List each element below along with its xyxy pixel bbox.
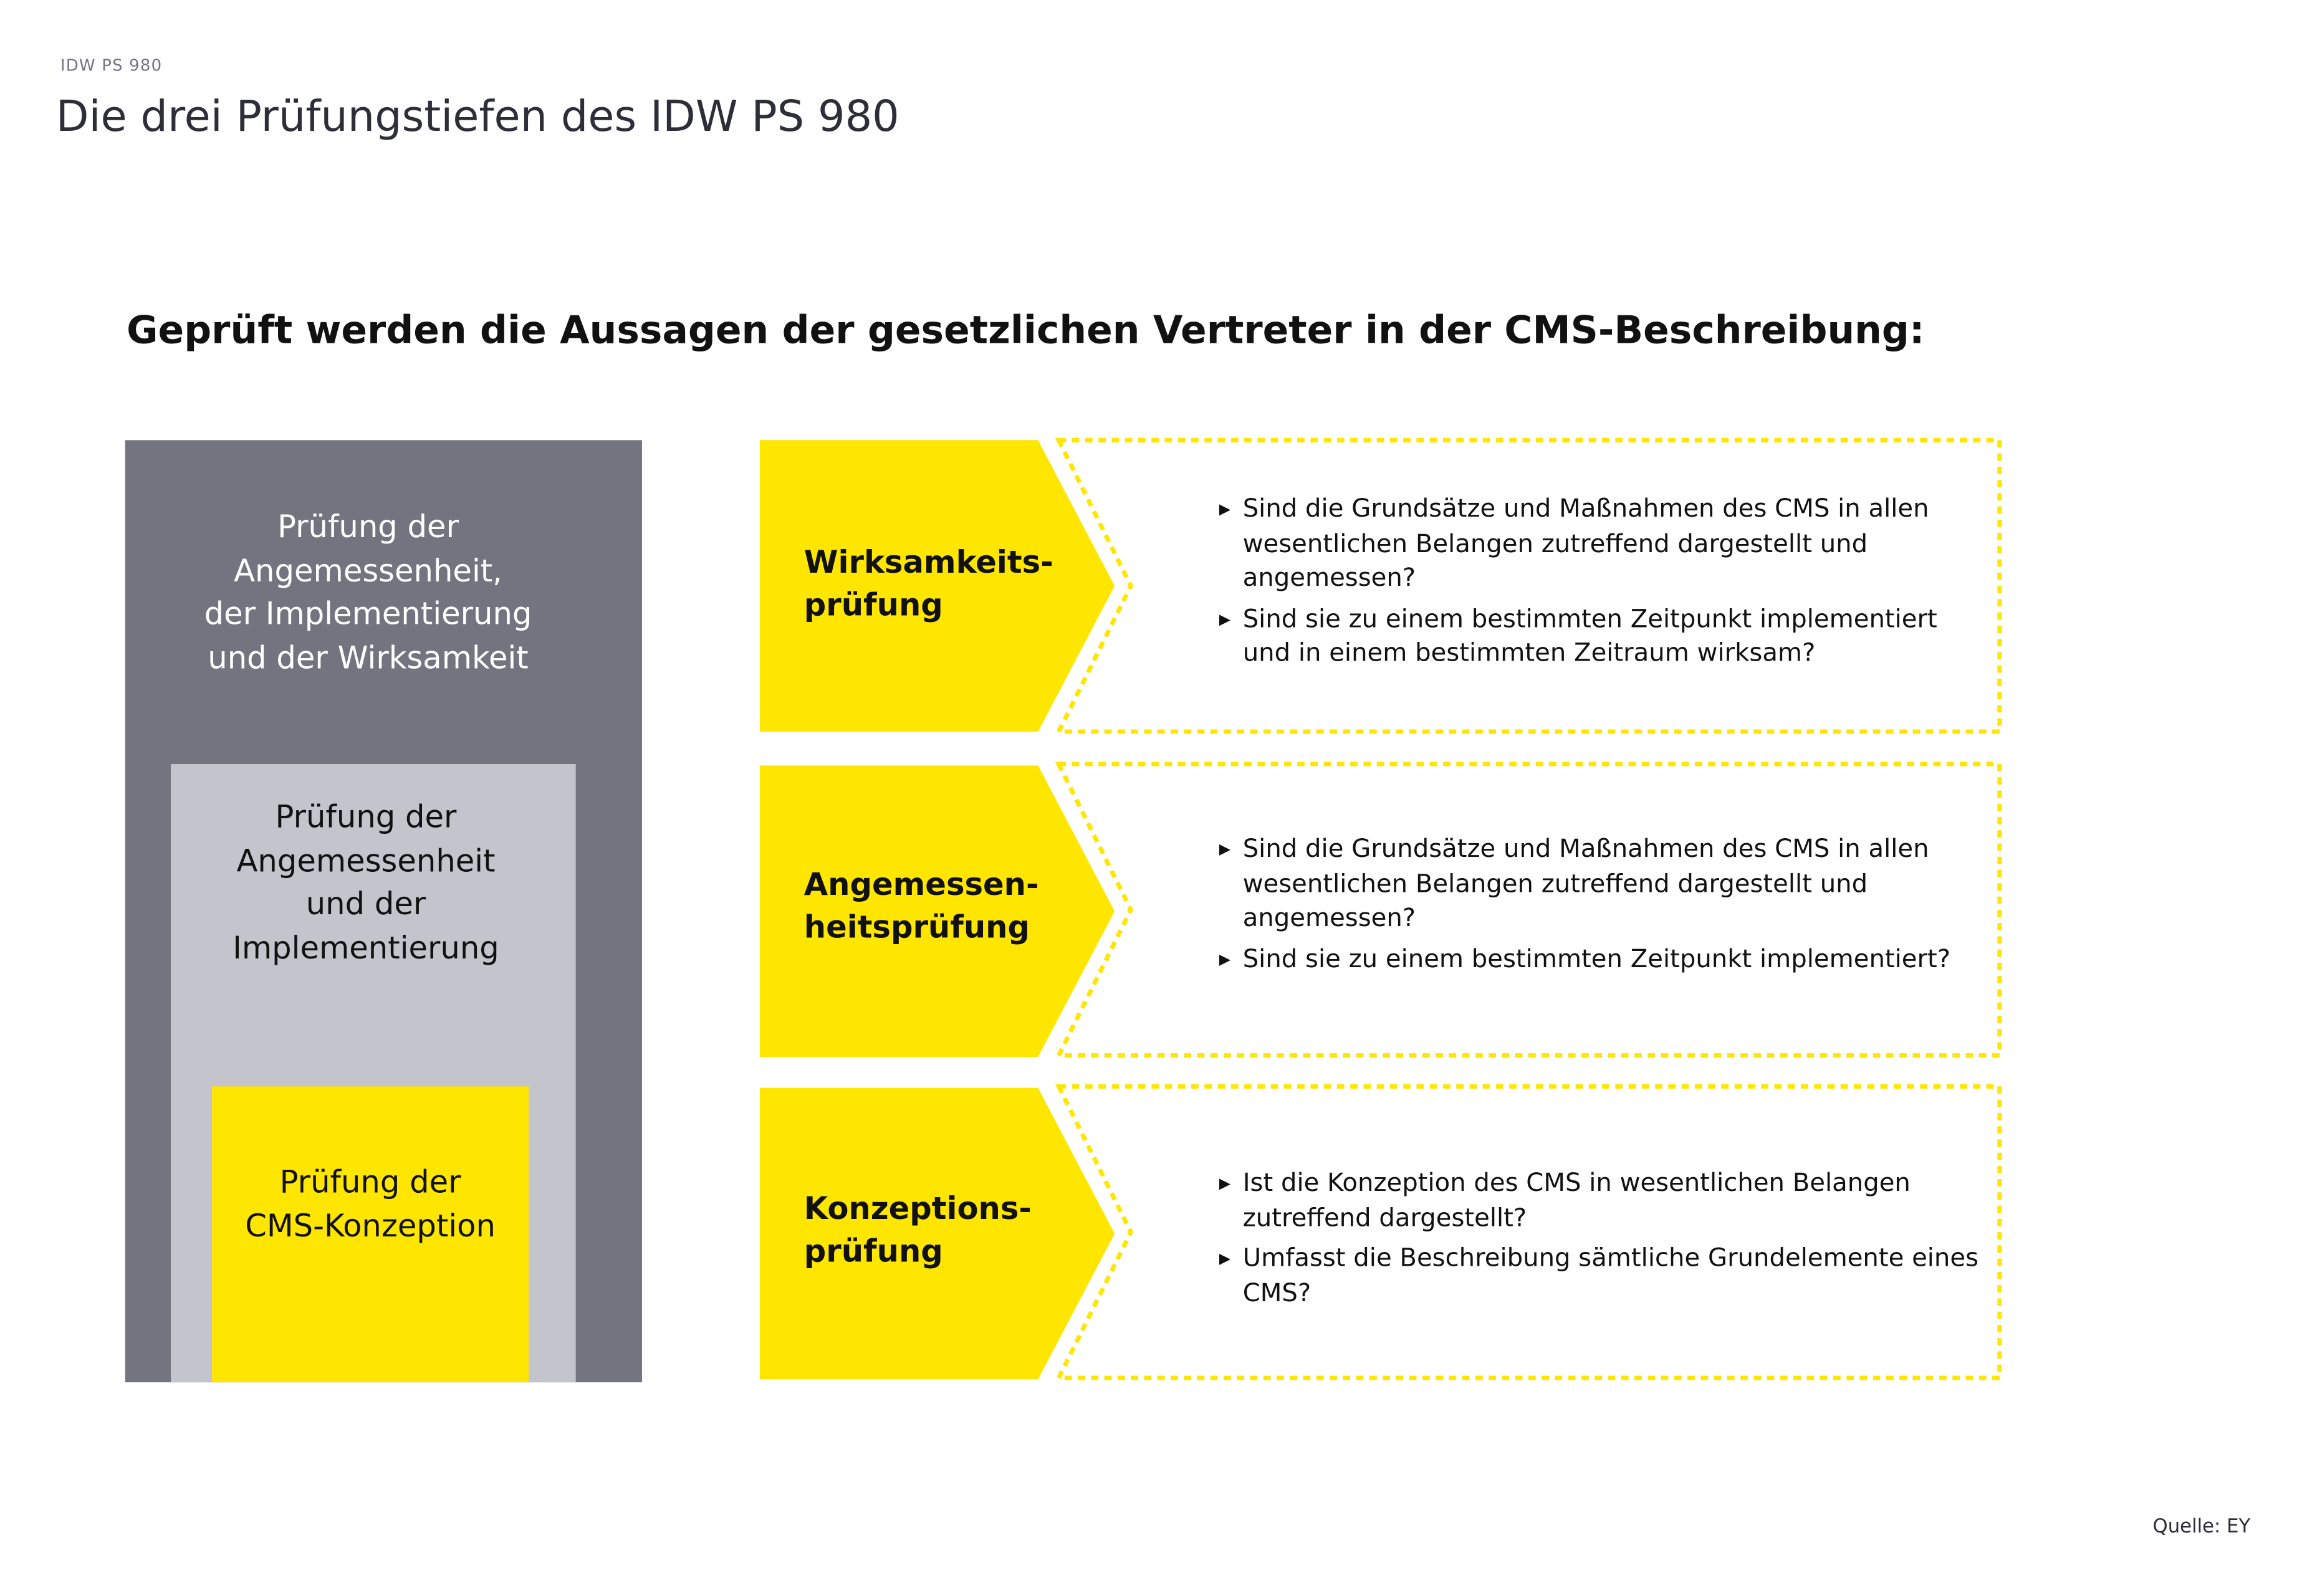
dashed-frame [1055, 762, 2002, 1058]
bullet-item: ▶ Sind die Grundsätze und Maßnahmen des C… [1219, 833, 1985, 937]
bullet-item: ▶ Sind sie zu einem bestimmten Zeitpunkt … [1219, 603, 1985, 672]
section-heading: Geprüft werden die Aussagen der gesetzli… [127, 309, 1925, 353]
source-note: Quelle: EY [2152, 1516, 2251, 1539]
stage-arrow [759, 765, 1115, 1058]
bullet-triangle-icon: ▶ [1219, 502, 1231, 518]
bullet-item: ▶ Ist die Konzeption des CMS in wesentlic… [1219, 1167, 1985, 1236]
stage-3-bullets: ▶ Ist die Konzeption des CMS in wesentlic… [1219, 1167, 1985, 1317]
stage-2-shapes [759, 762, 2002, 1058]
eyebrow-label: IDW PS 980 [60, 55, 163, 75]
dashed-frame [1055, 1084, 2002, 1380]
stage-label-wirksamkeit: Wirksamkeits- prüfung [803, 545, 1053, 623]
bullet-triangle-icon: ▶ [1219, 611, 1231, 628]
bullet-text: Umfasst die Beschreibung sämtliche Grund… [1242, 1244, 1979, 1308]
bullet-text: Sind sie zu einem bestimmten Zeitpunkt i… [1242, 944, 1951, 974]
bullet-item: ▶ Sind sie zu einem bestimmten Zeitpunkt … [1219, 943, 1985, 978]
stage-2-bullets: ▶ Sind die Grundsätze und Maßnahmen des C… [1219, 833, 1985, 983]
bullet-triangle-icon: ▶ [1219, 1176, 1231, 1193]
outer-level-text: Prüfung der Angemessenheit, der Implemen… [204, 509, 532, 676]
bullet-text: Ist die Konzeption des CMS in wesentlich… [1242, 1168, 1911, 1233]
dashed-frame [1055, 437, 2002, 734]
middle-level-text: Prüfung der Angemessenheit und der Imple… [233, 799, 499, 965]
bullet-item: ▶ Umfasst die Beschreibung sämtliche Grun… [1219, 1243, 1985, 1312]
bullet-triangle-icon: ▶ [1219, 842, 1231, 859]
inner-level-text: Prüfung der CMS-Konzeption [245, 1164, 496, 1243]
inner-level-box [212, 1086, 529, 1383]
bullet-item: ▶ Sind die Grundsätze und Maßnahmen des C… [1219, 493, 1985, 597]
stage-label-angemessenheit: Angemessen- heitsprüfung [803, 867, 1039, 945]
bullet-text: Sind sie zu einem bestimmten Zeitpunkt i… [1242, 604, 1937, 669]
bullet-triangle-icon: ▶ [1219, 1251, 1231, 1268]
stage-1-bullets: ▶ Sind die Grundsätze und Maßnahmen des C… [1219, 493, 1985, 677]
bullet-text: Sind die Grundsätze und Maßnahmen des CM… [1242, 494, 1929, 593]
bullet-text: Sind die Grundsätze und Maßnahmen des CM… [1242, 834, 1929, 934]
stage-3-shapes [759, 1084, 2002, 1380]
bullet-triangle-icon: ▶ [1219, 952, 1231, 968]
stage-label-konzeption: Konzeptions- prüfung [803, 1191, 1032, 1269]
page-title: Die drei Prüfungstiefen des IDW PS 980 [55, 91, 899, 141]
stage-arrow [759, 440, 1115, 732]
stage-arrow [759, 1087, 1115, 1380]
stage-1-shapes [759, 437, 2002, 734]
